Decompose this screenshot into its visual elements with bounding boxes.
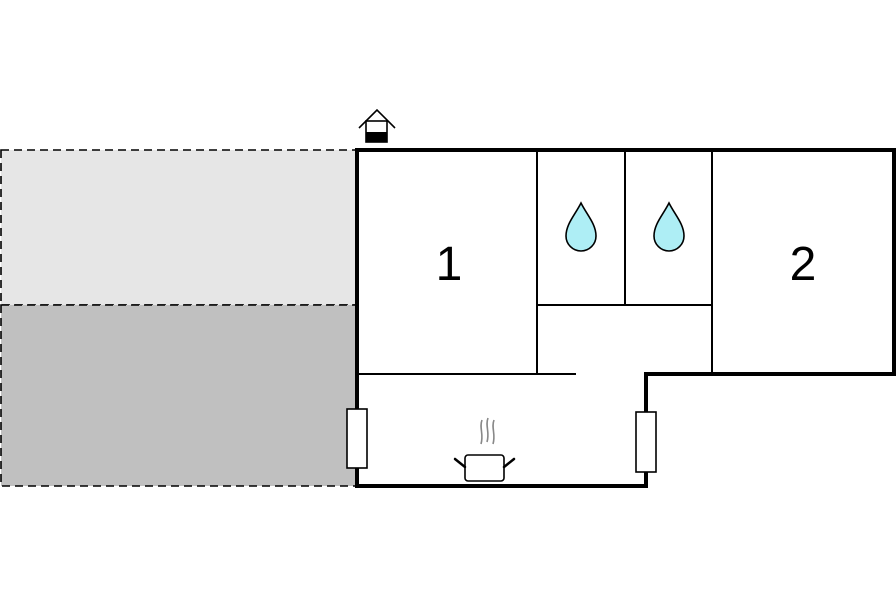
door-icon bbox=[635, 411, 657, 473]
room-label-2: 2 bbox=[790, 238, 817, 291]
door-icon bbox=[346, 408, 368, 469]
cooking-pot-icon bbox=[453, 417, 516, 482]
terrace-upper bbox=[0, 149, 358, 306]
water-drop-icon bbox=[653, 201, 685, 252]
outer-walls bbox=[355, 148, 896, 488]
room-label-1: 1 bbox=[436, 238, 463, 291]
water-drop-icon bbox=[565, 201, 597, 252]
interior-walls bbox=[357, 150, 713, 375]
entrance-icon bbox=[358, 108, 396, 143]
terrace-lower bbox=[0, 304, 358, 487]
